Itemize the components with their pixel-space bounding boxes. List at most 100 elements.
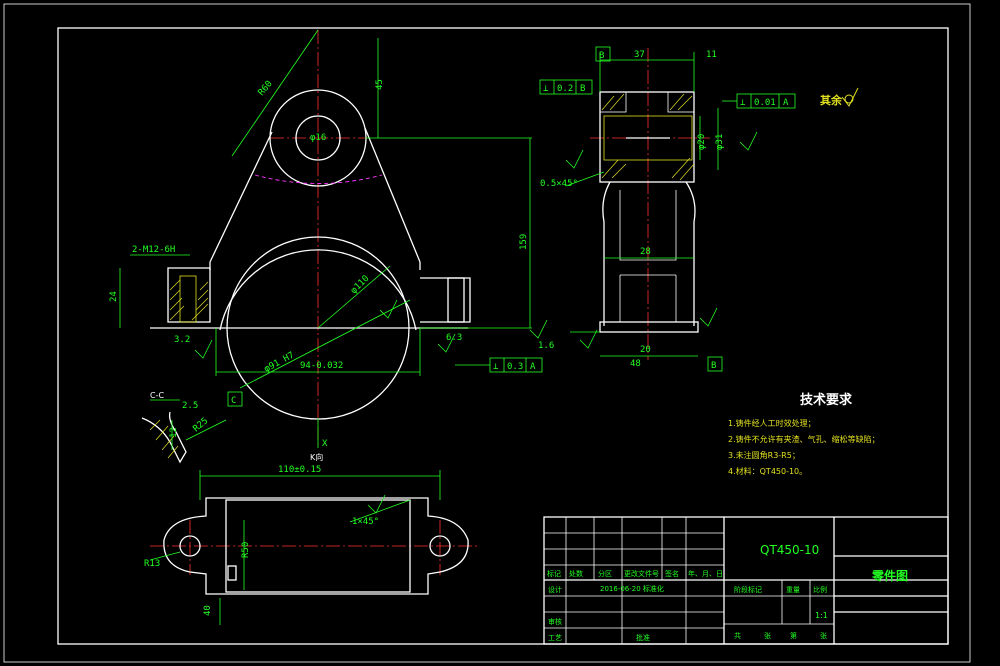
tech-req-item-1: 1.铸件经人工时效处理； xyxy=(728,418,816,428)
sheets-1: 共 xyxy=(734,631,741,640)
dim-phi91-leader xyxy=(239,299,411,389)
front-view xyxy=(119,29,548,448)
title-block-grid xyxy=(543,516,949,645)
tf1-datum: B xyxy=(580,84,585,94)
drawing-name-text: 零件图 xyxy=(871,568,908,583)
surface-note: 其余 xyxy=(820,93,843,107)
tech-req-item-2: 2.铸件不允许有夹渣、气孔、缩松等缺陷； xyxy=(728,434,880,444)
dim-r50: R50 xyxy=(241,542,251,558)
datum-c-box xyxy=(227,391,243,407)
dim-r60-leader xyxy=(231,29,319,157)
dim-24: 24 xyxy=(109,291,119,302)
dim-ra16: 1.6 xyxy=(538,341,554,351)
datum-b-box-top xyxy=(595,46,611,62)
stage-mark-label: 阶段标记 xyxy=(734,585,762,594)
dim-ra32: 3.2 xyxy=(174,335,190,345)
dim-hole: 2-M12-6H xyxy=(132,245,175,255)
row-label-review: 审核 xyxy=(548,617,562,626)
dim-25: 2.5 xyxy=(182,401,198,411)
datum-b-box xyxy=(707,356,723,372)
dim-m2: φ31 xyxy=(715,134,725,150)
arm-right-edge xyxy=(364,127,421,263)
dim-r25: R25 xyxy=(192,416,211,434)
tolerance-frame-perp-02 xyxy=(539,79,593,95)
side-top-boss xyxy=(599,91,695,183)
side-bore-section xyxy=(603,115,693,161)
approve-label: 批准 xyxy=(636,633,650,642)
row-label-design: 设计 xyxy=(548,585,562,594)
row-label-process: 工艺 xyxy=(548,634,562,642)
dim-phi91: φ91 H7 xyxy=(263,351,296,375)
arm-left-edge xyxy=(209,131,273,263)
datum-b-top-label: B xyxy=(599,51,604,61)
datum-c-label: C xyxy=(231,396,236,406)
material-text: QT450-10 xyxy=(760,543,819,557)
dim-side: 40 xyxy=(203,605,213,616)
dim-48: 48 xyxy=(630,359,641,369)
header-cell-1: 标记 xyxy=(547,569,561,578)
dim-45: 45 xyxy=(375,79,385,90)
section-label: C-C xyxy=(150,391,164,400)
side-top-hatch xyxy=(601,93,695,181)
dim-ra63: 6.3 xyxy=(446,333,462,343)
side-web-left xyxy=(602,181,611,326)
left-tapped-hole xyxy=(179,275,197,323)
tech-req-item-4: 4.材料：QT450-10。 xyxy=(728,466,807,476)
cc-section xyxy=(141,399,227,464)
scale-text: 1:1 xyxy=(815,611,828,620)
ratio-label: 比例 xyxy=(813,585,827,594)
sheets-2: 张 xyxy=(764,631,771,640)
tf2-datum: A xyxy=(783,98,789,108)
header-cell-3: 分区 xyxy=(598,569,612,578)
header-cell-2: 处数 xyxy=(569,569,583,578)
header-cell-6: 年、月、日 xyxy=(688,569,723,578)
weight-label: 重量 xyxy=(786,586,800,594)
dim-11: 11 xyxy=(706,50,717,60)
dim-r13: R13 xyxy=(144,559,160,569)
tech-req-item-3: 3.未注圆角R3-R5； xyxy=(728,450,800,460)
tf3-symbol: ⊥ xyxy=(493,362,499,372)
k-view-outline xyxy=(163,497,469,595)
datum-b-label: B xyxy=(711,361,716,371)
header-cell-5: 签名 xyxy=(665,569,679,578)
dim-94: 94-0.032 xyxy=(300,361,343,371)
k-view xyxy=(149,470,480,625)
dim-1x45: 1×45° xyxy=(352,517,379,527)
dim-12: 12 xyxy=(169,427,179,438)
side-section-view xyxy=(539,46,796,372)
dim-37: 37 xyxy=(634,50,645,60)
dim-r60: R60 xyxy=(257,79,275,98)
view-label: K向 xyxy=(310,452,323,462)
side-web-right xyxy=(685,181,696,326)
dim-phi16: φ16 xyxy=(310,133,326,143)
k-view-inner xyxy=(225,499,411,593)
tf1-symbol: ⊥ xyxy=(543,84,549,94)
sheets-4: 张 xyxy=(820,631,827,640)
dim-phi110-leader xyxy=(317,265,391,329)
outer-border xyxy=(3,3,971,663)
k-right-hole xyxy=(429,535,451,557)
tf2-value: 0.01 xyxy=(754,98,776,108)
left-lug xyxy=(167,267,211,323)
left-lug-hatch xyxy=(169,279,209,321)
inner-frame xyxy=(57,27,949,645)
tf3-value: 0.3 xyxy=(507,362,523,372)
dim-20: 20 xyxy=(640,345,651,355)
dim-159: 159 xyxy=(519,234,529,250)
dim-05x45: 0.5×45° xyxy=(540,179,578,189)
housing-upper-arc xyxy=(219,249,417,331)
tolerance-frame-perp-001 xyxy=(722,93,796,109)
header-cell-4: 更改文件号 xyxy=(624,569,659,578)
tf1-value: 0.2 xyxy=(557,84,573,94)
sheets-3: 第 xyxy=(790,631,797,640)
tech-req-title: 技术要求 xyxy=(800,392,853,408)
tf3-datum: A xyxy=(530,362,536,372)
dim-x: X xyxy=(322,439,328,449)
section-boundary-line xyxy=(254,174,383,184)
k-left-hole xyxy=(179,535,201,557)
date-row-text: 2016-06-20 标准化 xyxy=(600,584,664,593)
right-tapped-hole xyxy=(447,277,465,323)
dim-m1: φ20 xyxy=(697,134,707,150)
